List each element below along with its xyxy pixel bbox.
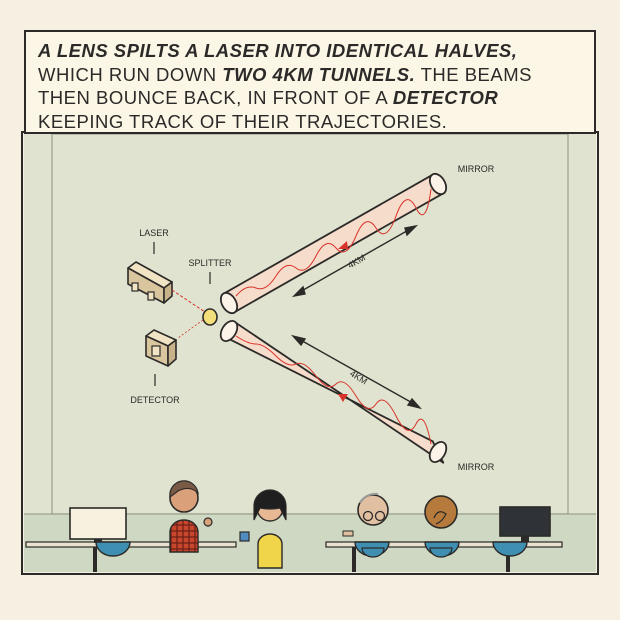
mirror-top: [428, 172, 448, 196]
monitor-right: [499, 506, 551, 542]
splitter-label: SPLITTER: [188, 258, 232, 268]
beam-bottom: [235, 335, 432, 445]
caption-emphasis: DETECTOR: [392, 87, 499, 108]
length-arrow-top: [291, 224, 419, 298]
desk-left: [25, 541, 237, 572]
back-wall: [24, 134, 596, 514]
mirror-top-label: MIRROR: [458, 164, 495, 174]
caption-emphasis: A LENS SPILTS A LASER INTO IDENTICAL HAL…: [38, 40, 518, 61]
mirror-bottom: [428, 441, 448, 463]
detector-device: [145, 329, 177, 367]
scientist-brown-hair: [424, 495, 458, 529]
beam-arrow-top: [338, 241, 348, 249]
beam-splitter: [202, 308, 218, 326]
beam-arrow-bottom: [338, 394, 348, 402]
length-arrow-bottom: [290, 334, 423, 410]
caption-line-1: A LENS SPILTS A LASER INTO IDENTICAL HAL…: [38, 39, 582, 63]
tunnel-arm-bottom: [219, 320, 448, 464]
laser-label: LASER: [139, 228, 169, 238]
tunnel-arm-top: [219, 172, 448, 315]
scientist-plaid-shirt: [169, 480, 213, 553]
caption-line-3: THEN BOUNCE BACK, IN FRONT OF A DETECTOR: [38, 87, 499, 108]
caption-line-4: KEEPING TRACK OF THEIR TRAJECTORIES.: [38, 110, 448, 132]
caption-emphasis: TWO 4KM TUNNELS.: [222, 63, 416, 85]
scientist-glasses: [342, 492, 389, 537]
scientist-yellow-shirt: [239, 489, 287, 569]
caption-box: A LENS SPILTS A LASER INTO IDENTICAL HAL…: [24, 30, 596, 134]
laser-beam: [171, 289, 209, 315]
detector-label: DETECTOR: [130, 395, 180, 405]
chair-4: [492, 541, 528, 557]
mirror-bottom-label: MIRROR: [458, 462, 495, 472]
splitter-to-detector-beam: [177, 319, 204, 339]
laser-device: [127, 261, 173, 304]
caption-line-2: WHICH RUN DOWN TWO 4KM TUNNELS. THE BEAM…: [38, 63, 532, 85]
monitor-left: [69, 507, 127, 543]
chair-1: [95, 541, 131, 557]
beam-top: [235, 188, 432, 297]
coffee-mug: [239, 531, 250, 542]
